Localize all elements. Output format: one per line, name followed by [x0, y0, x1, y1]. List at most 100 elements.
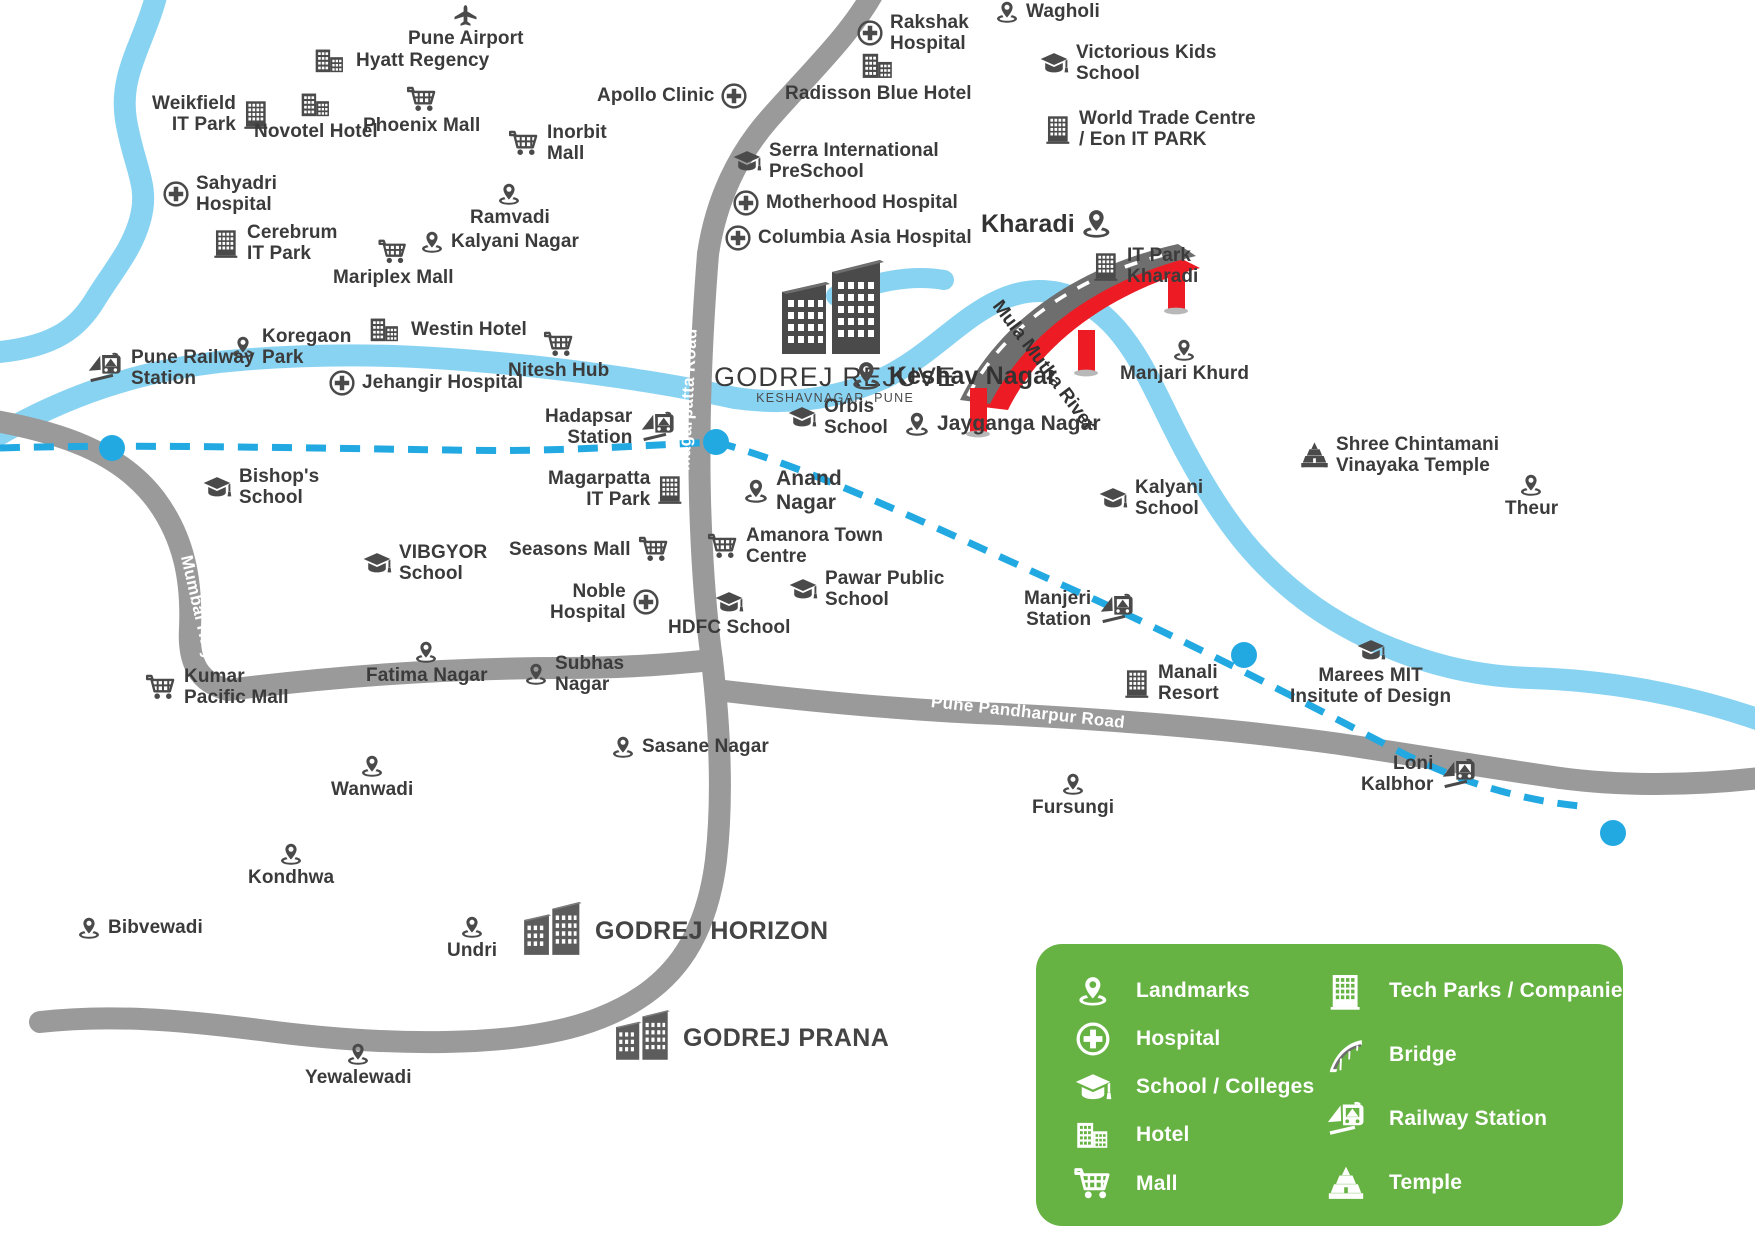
airport-icon	[453, 4, 478, 27]
poi-seasons-mall[interactable]: Seasons Mall	[509, 535, 670, 564]
poi-pune-airport[interactable]: Pune Airport	[408, 4, 524, 49]
poi-label: Theur	[1505, 498, 1559, 519]
bridge-icon	[1323, 1036, 1369, 1074]
poi-label: Radisson Blue Hotel	[785, 83, 972, 104]
poi-theur[interactable]: Theur	[1505, 473, 1558, 519]
legend-item-hospital[interactable]: Hospital	[1070, 1016, 1323, 1061]
mall-icon	[543, 330, 575, 359]
legend-label: Tech Parks / Companies	[1389, 978, 1635, 1002]
poi-jehangir-hospital[interactable]: Jehangir Hospital	[329, 370, 523, 396]
project-name: GODREJ PRANA	[683, 1023, 890, 1052]
landmark-icon	[78, 916, 101, 940]
poi-apollo-clinic[interactable]: Apollo Clinic	[597, 83, 747, 109]
mall-icon	[1070, 1166, 1116, 1202]
legend-item-tech-parks[interactable]: Tech Parks / Companies	[1323, 968, 1634, 1013]
landmark-icon	[1062, 772, 1085, 796]
landmark-icon	[905, 411, 930, 437]
poi-columbia-asia-hospital[interactable]: Columbia Asia Hospital	[725, 225, 972, 251]
poi-hdfc-school[interactable]: HDFC School	[668, 588, 791, 638]
poi-label: Kalyani Nagar	[451, 231, 580, 253]
project-godrej-rejuve[interactable]: GODREJ REJUVE KESHAVNAGAR, PUNE	[714, 258, 956, 405]
poi-wagholi[interactable]: Wagholi	[996, 0, 1100, 24]
poi-world-trade-centre[interactable]: World Trade Centre/ Eon IT PARK	[1045, 108, 1256, 151]
poi-radisson-blue-hotel[interactable]: Radisson Blue Hotel	[785, 50, 972, 104]
hotel-icon	[366, 315, 404, 345]
poi-westin-hotel[interactable]: Westin Hotel	[366, 315, 527, 345]
poi-kalyani-nagar[interactable]: Kalyani Nagar	[421, 230, 579, 254]
poi-bibvewadi[interactable]: Bibvewadi	[78, 916, 203, 940]
legend-item-mall[interactable]: Mall	[1070, 1161, 1323, 1206]
poi-fursungi[interactable]: Fursungi	[1032, 772, 1114, 818]
landmark-icon	[361, 754, 384, 778]
poi-wanwadi[interactable]: Wanwadi	[331, 754, 413, 800]
legend-item-landmarks[interactable]: Landmarks	[1070, 968, 1323, 1013]
school-icon	[202, 473, 232, 501]
legend-item-bridge[interactable]: Bridge	[1323, 1032, 1593, 1077]
school-icon	[1098, 484, 1128, 512]
poi-novotel-hotel[interactable]: Novotel Hotel	[254, 90, 378, 142]
poi-hyatt-regency[interactable]: Hyatt Regency	[311, 46, 489, 76]
project-godrej-horizon[interactable]: GODREJ HORIZON	[523, 900, 828, 963]
poi-undri[interactable]: Undri	[447, 915, 497, 961]
landmark-icon	[1070, 975, 1116, 1007]
poi-nitesh-hub[interactable]: Nitesh Hub	[508, 330, 609, 381]
tech-park-icon	[615, 1008, 673, 1068]
road-layer	[0, 0, 1755, 1054]
poi-ramvadi[interactable]: Ramvadi	[470, 182, 550, 228]
legend-label: Hotel	[1136, 1123, 1190, 1147]
railway-icon	[1323, 1100, 1369, 1138]
legend-item-hotel[interactable]: Hotel	[1070, 1113, 1323, 1158]
poi-keshav-nagar[interactable]: Keshav Nagar	[852, 360, 1057, 391]
poi-label: Keshav Nagar	[889, 361, 1057, 390]
poi-phoenix-mall[interactable]: Phoenix Mall	[363, 85, 480, 136]
poi-label: Bibvewadi	[108, 917, 203, 939]
poi-manjari-khurd[interactable]: Manjari Khurd	[1120, 338, 1249, 384]
hospital-icon	[857, 20, 883, 46]
landmark-icon	[415, 640, 438, 664]
poi-kharadi[interactable]: Kharadi	[981, 208, 1112, 239]
legend-item-temple[interactable]: Temple	[1323, 1161, 1593, 1206]
landmark-icon	[347, 1042, 370, 1066]
poi-jayganga-nagar[interactable]: Jayganga Nagar	[905, 411, 1101, 437]
poi-mariplex-mall[interactable]: Mariplex Mall	[333, 238, 454, 288]
poi-yewalewadi[interactable]: Yewalewadi	[305, 1042, 412, 1088]
project-godrej-prana[interactable]: GODREJ PRANA	[615, 1008, 889, 1068]
poi-fatima-nagar[interactable]: Fatima Nagar	[366, 640, 488, 686]
legend-item-railway[interactable]: Railway Station	[1323, 1097, 1593, 1142]
legend-item-school[interactable]: School / Colleges	[1070, 1065, 1323, 1110]
poi-sasane-nagar[interactable]: Sasane Nagar	[612, 735, 769, 759]
poi-motherhood-hospital[interactable]: Motherhood Hospital	[733, 190, 958, 216]
poi-kondhwa[interactable]: Kondhwa	[248, 842, 334, 888]
landmark-icon	[612, 735, 635, 759]
